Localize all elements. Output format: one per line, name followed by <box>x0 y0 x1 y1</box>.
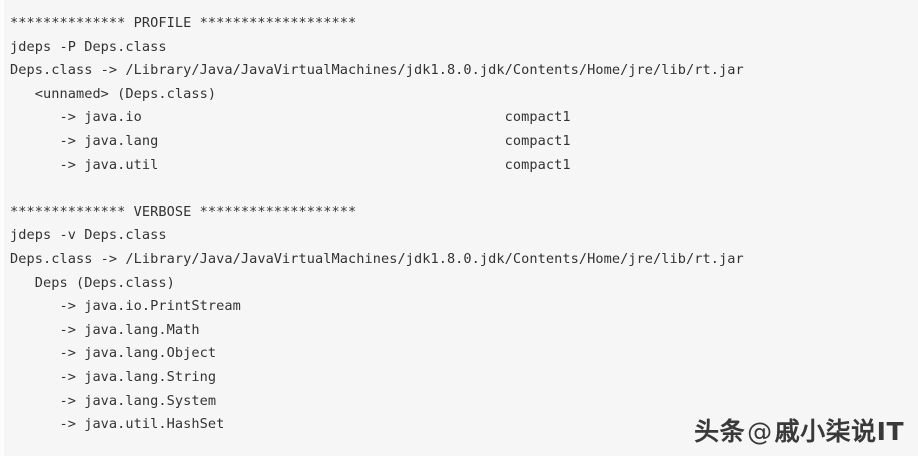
code-line-profile-target: Deps.class -> /Library/Java/JavaVirtualM… <box>10 62 744 79</box>
code-line-verbose-dep-object: -> java.lang.Object <box>10 345 217 362</box>
code-line-profile-dep-java-util: -> java.util compact1 <box>10 156 571 173</box>
code-line-verbose-dep-hashset: -> java.util.HashSet <box>10 416 225 433</box>
watermark-author: 戚小柒说IT <box>774 417 904 446</box>
watermark-platform: 头条 <box>694 417 746 446</box>
code-line-verbose-banner: ************** VERBOSE *****************… <box>10 203 357 220</box>
code-line-verbose-command: jdeps -v Deps.class <box>10 227 167 244</box>
jdeps-output-text: ************** PROFILE *****************… <box>10 12 918 437</box>
code-line-profile-dep-java-io: -> java.io compact1 <box>10 109 571 126</box>
watermark: 头条@戚小柒说IT <box>694 412 904 448</box>
code-line-verbose-dep-system: -> java.lang.System <box>10 392 217 409</box>
code-line-profile-dep-java-lang: -> java.lang compact1 <box>10 132 571 149</box>
watermark-at-symbol: @ <box>747 417 773 446</box>
code-line-verbose-dep-math: -> java.lang.Math <box>10 321 200 338</box>
code-line-verbose-dep-printstream: -> java.io.PrintStream <box>10 298 241 315</box>
code-line-profile-banner: ************** PROFILE *****************… <box>10 15 357 31</box>
code-line-blank-separator <box>10 177 918 201</box>
code-line-verbose-target: Deps.class -> /Library/Java/JavaVirtualM… <box>10 250 744 267</box>
code-line-verbose-dep-string: -> java.lang.String <box>10 368 217 385</box>
code-line-verbose-package: Deps (Deps.class) <box>10 274 175 291</box>
code-line-profile-package: <unnamed> (Deps.class) <box>10 85 217 102</box>
code-line-profile-command: jdeps -P Deps.class <box>10 38 167 55</box>
